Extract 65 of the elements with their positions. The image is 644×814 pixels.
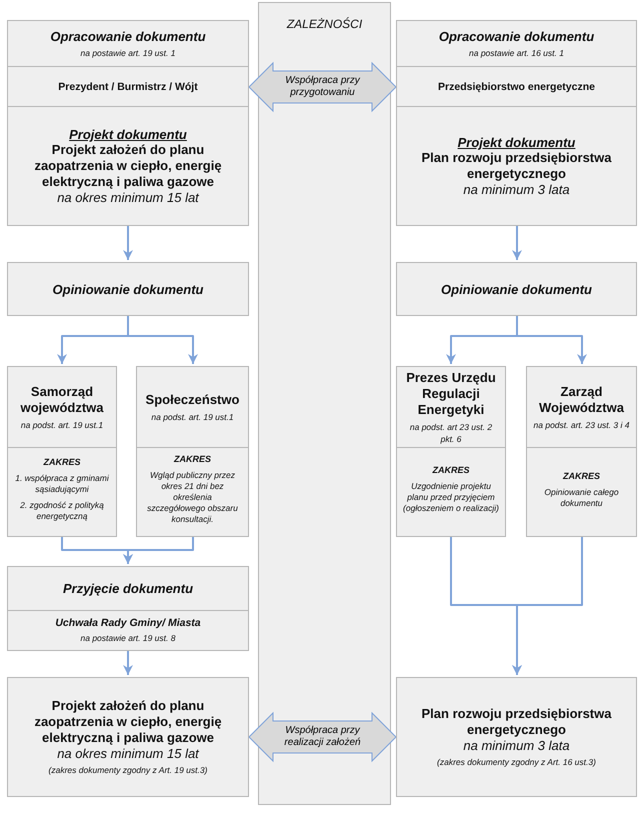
arrow [516, 316, 587, 364]
process-box [7, 66, 249, 107]
box-text: Społeczeństwo [146, 392, 240, 408]
box-heading: ZAKRES [562, 470, 600, 480]
box-heading: Opiniowanie dokumentu [441, 282, 592, 296]
box-text: 2. zgodność z polityką energetyczną [19, 500, 105, 522]
box-text: 1. współpraca z gminami sąsiadującymi [14, 473, 110, 495]
box-text: (zakres dokumenty zgodny z Art. 19 ust.3) [48, 764, 208, 776]
process-box [396, 106, 637, 226]
box-text: na podst. art. 19 ust.1 [20, 418, 104, 430]
box-text: na podst. art. 19 ust.1 [151, 410, 234, 422]
arrow [123, 651, 133, 675]
process-box [526, 366, 637, 448]
process-box [136, 366, 249, 448]
process-box [7, 262, 249, 316]
process-box [396, 447, 506, 537]
box-heading: Opracowanie dokumentu [50, 28, 206, 44]
box-text: na okres minimum 15 lat [57, 190, 199, 205]
process-box [396, 20, 637, 67]
process-box [7, 366, 117, 448]
box-heading: ZAKRES [174, 454, 211, 464]
process-box [7, 447, 117, 537]
box-heading: Opracowanie dokumentu [438, 28, 594, 44]
box-text: (zakres dokumenty zgodny z Art. 16 ust.3) [437, 756, 596, 768]
box-text: Zarząd Województwa [538, 384, 625, 416]
box-text: na postawie art. 19 ust. 8 [80, 632, 176, 644]
box-text: Opiniowanie całego dokumentu [543, 486, 620, 508]
process-box [7, 106, 249, 226]
box-text: Prezes Urzędu Regulacji Energetyki [405, 370, 497, 418]
box-heading: ZALEŻNOŚCI [286, 17, 362, 31]
box-text: na minimum 3 lata [463, 738, 570, 753]
box-text: Uzgodnienie projektu planu przed przyjęciem (ogłoszeniem o realizacji) [403, 481, 499, 514]
box-heading: ZAKRES [432, 465, 470, 475]
arrow [512, 226, 522, 260]
process-box [396, 366, 506, 448]
arrow [127, 316, 198, 364]
box-text: Prezydent / Burmistrz / Wójt [58, 80, 198, 92]
process-box [7, 610, 249, 651]
box-heading: Opiniowanie dokumentu [52, 282, 204, 296]
process-box [7, 20, 249, 67]
box-heading: ZAKRES [43, 457, 80, 467]
process-box [7, 677, 249, 797]
process-box [396, 66, 637, 107]
arrow [123, 226, 133, 260]
box-text: Samorząd województwa [19, 384, 105, 416]
box-heading: Projekt dokumentu [458, 135, 576, 150]
box-text: Uchwała Rady Gminy/ Miasta [55, 617, 201, 629]
process-box [396, 677, 637, 797]
box-text: na podst. art 23 ust. 2 pkt. 6 [408, 420, 494, 444]
arrow [512, 537, 583, 675]
box-text: Przedsiębiorstwo energetyczne [438, 80, 595, 92]
box-text: Wgląd publiczny przez okres 21 dni bez określenia szczegółowego obszaru konsultacji. [146, 470, 239, 525]
process-box [136, 447, 249, 537]
process-box [396, 262, 637, 316]
process-box [526, 447, 637, 537]
box-text: na postawie art. 19 ust. 1 [80, 46, 176, 58]
box-heading: Projekt dokumentu [69, 127, 187, 142]
box-text: na okres minimum 15 lat [57, 746, 199, 761]
column-band [258, 2, 391, 805]
arrow [123, 537, 194, 564]
box-text: na postawie art. 16 ust. 1 [469, 46, 564, 58]
box-text: na podst. art. 23 ust. 3 i 4 [534, 418, 630, 430]
box-text: na minimum 3 lata [463, 182, 570, 197]
process-box [7, 566, 249, 611]
box-heading: Przyjęcie dokumentu [62, 581, 194, 596]
